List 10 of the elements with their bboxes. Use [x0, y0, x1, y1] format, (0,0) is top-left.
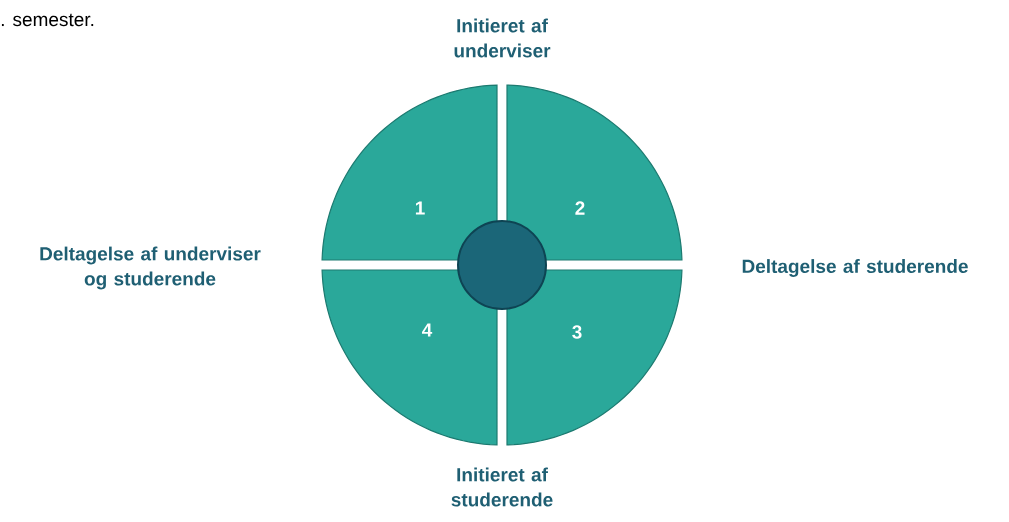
heading-label: Initieret af studerende	[451, 467, 553, 507]
quadrant-segment: 2	[506, 84, 683, 261]
center-circle	[457, 220, 547, 310]
quadrant-segment: 3	[506, 269, 683, 446]
heading-label: Deltagelse af underviser og studerende	[40, 246, 261, 290]
body-text: . semester.	[1, 13, 94, 27]
quadrant-segment: 1	[321, 84, 498, 261]
heading-label: Initieret af underviser	[454, 18, 551, 58]
heading-label: Deltagelse af studerende	[742, 259, 968, 277]
quadrant-segment: 4	[321, 269, 498, 446]
